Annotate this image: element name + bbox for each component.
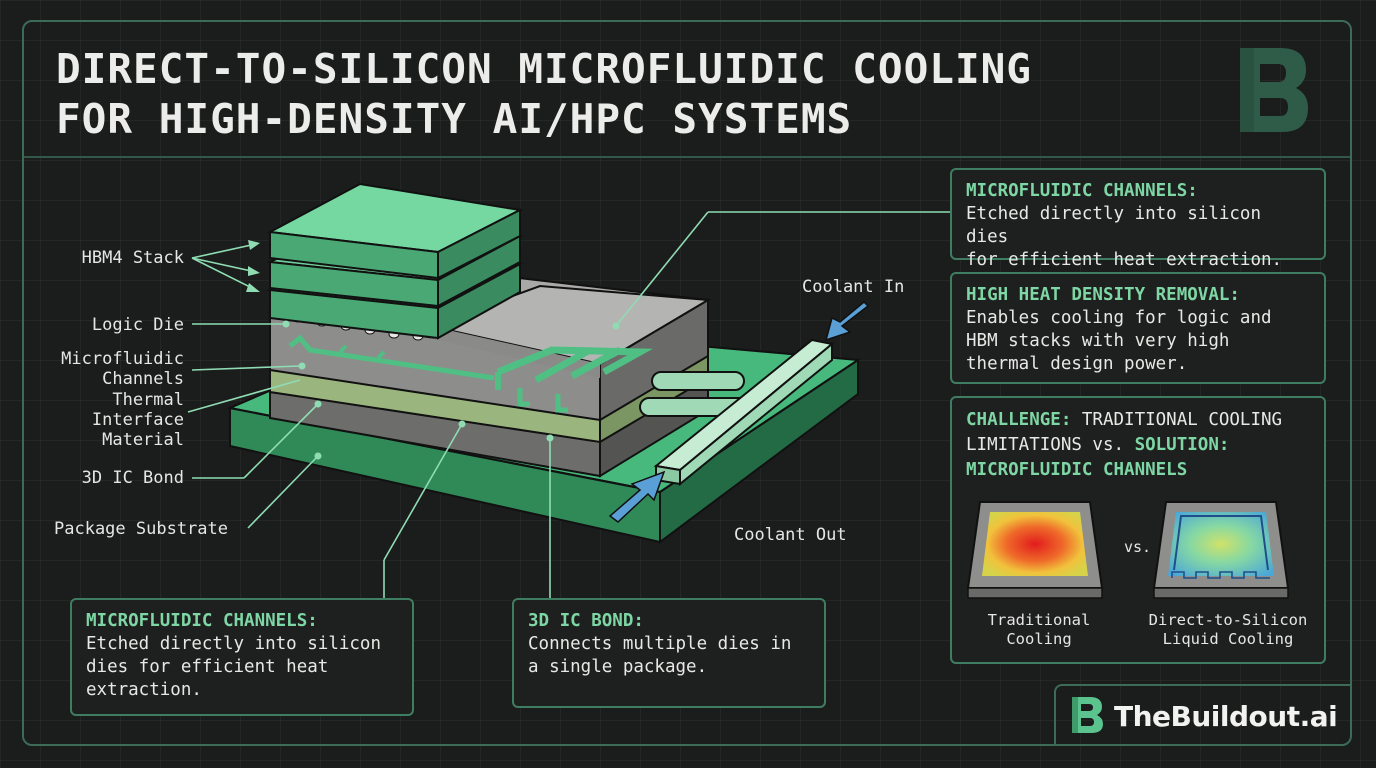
label-hbm4-stack: HBM4 Stack: [81, 248, 184, 268]
challenge-line-1: CHALLENGE: TRADITIONAL COOLING: [966, 408, 1310, 433]
label-logic-die: Logic Die: [91, 315, 184, 335]
leader-lines: [187, 211, 950, 598]
label-tim-line-1: Thermal: [112, 390, 184, 410]
traditional-cooling-chip: [966, 501, 1104, 599]
label-microfluidic-channels: Microfluidic Channels: [40, 349, 184, 389]
label-thermal-interface-material: Thermal Interface Material: [40, 390, 184, 450]
leader-dots: [282, 320, 620, 460]
caption-line: Traditional: [987, 611, 1091, 629]
caption-line: Cooling: [1006, 630, 1072, 648]
info-box-heat-density: HIGH HEAT DENSITY REMOVAL: Enables cooli…: [950, 272, 1326, 384]
comparison-vs: vs.: [1124, 538, 1152, 556]
page-title: DIRECT-TO-SILICON MICROFLUIDIC COOLING F…: [56, 44, 1032, 144]
info-box-microfluidic-bottom: MICROFLUIDIC CHANNELS: Etched directly i…: [70, 598, 414, 716]
label-3d-ic-bond: 3D IC Bond: [81, 468, 184, 488]
info-box-text-line: thermal design power.: [966, 354, 1188, 374]
caption-line: Liquid Cooling: [1162, 630, 1294, 648]
label-microfluidic-line-1: Microfluidic: [61, 349, 184, 369]
direct-to-silicon-chip: [1152, 501, 1290, 599]
info-box-3d-ic-bond: 3D IC BOND: Connects multiple dies in a …: [512, 598, 826, 708]
info-box-text-line: Enables cooling for logic and: [966, 308, 1272, 328]
label-tim-line-2: Interface: [91, 410, 184, 430]
label-tim-line-3: Material: [102, 430, 184, 450]
info-box-text-line: for efficient heat extraction.: [966, 250, 1283, 270]
info-box-text-line: Etched directly into silicon dies: [966, 204, 1262, 247]
info-box-heading: MICROFLUIDIC CHANNELS:: [966, 181, 1198, 201]
brand-footer-logo-icon: [1072, 697, 1103, 733]
hbm4-stack: [266, 182, 524, 340]
title-divider: [24, 156, 1350, 158]
info-box-text-line: Connects multiple dies in: [528, 634, 792, 654]
title-line-1: DIRECT-TO-SILICON MICROFLUIDIC COOLING: [56, 45, 1032, 93]
label-coolant-out: Coolant Out: [734, 525, 847, 545]
title-line-2: FOR HIGH-DENSITY AI/HPC SYSTEMS: [56, 95, 853, 143]
brand-footer: [1054, 684, 1352, 746]
label-coolant-in: Coolant In: [802, 277, 905, 297]
outer-frame: [22, 20, 1352, 746]
challenge-text: TRADITIONAL COOLING: [1071, 410, 1283, 430]
info-box-text-line: dies for efficient heat: [86, 657, 329, 677]
label-package-substrate: Package Substrate: [54, 519, 228, 539]
info-box-text-line: extraction.: [86, 680, 202, 700]
brand-logo-icon: [1240, 48, 1308, 132]
leader-arrowheads: [246, 240, 260, 292]
info-box-heading: 3D IC BOND:: [528, 611, 644, 631]
challenge-line-2: LIMITATIONS vs. SOLUTION:: [966, 433, 1310, 458]
brand-name: TheBuildout.ai: [1114, 700, 1338, 733]
label-microfluidic-line-2: Channels: [102, 369, 184, 389]
challenge-line-3: MICROFLUIDIC CHANNELS: [966, 460, 1188, 480]
direct-to-silicon-caption: Direct-to-Silicon Liquid Cooling: [1140, 611, 1316, 649]
info-box-microfluidic-channels: MICROFLUIDIC CHANNELS: Etched directly i…: [950, 168, 1326, 270]
solution-word: SOLUTION:: [1134, 435, 1230, 455]
coolant-in-arrow: [824, 300, 870, 342]
info-box-heading: HIGH HEAT DENSITY REMOVAL:: [966, 285, 1240, 305]
info-box-text-line: Etched directly into silicon: [86, 634, 382, 654]
challenge-word: CHALLENGE:: [966, 410, 1072, 430]
info-box-heading: MICROFLUIDIC CHANNELS:: [86, 611, 318, 631]
info-box-text-line: HBM stacks with very high: [966, 331, 1230, 351]
coolant-manifold: [639, 338, 835, 487]
traditional-cooling-caption: Traditional Cooling: [974, 611, 1104, 649]
coolant-out-arrow: [608, 470, 666, 523]
caption-line: Direct-to-Silicon: [1148, 611, 1308, 629]
challenge-line-2-text: LIMITATIONS vs.: [966, 435, 1135, 455]
cooling-comparison-graphic: [966, 501, 1290, 599]
info-box-text-line: a single package.: [528, 657, 708, 677]
